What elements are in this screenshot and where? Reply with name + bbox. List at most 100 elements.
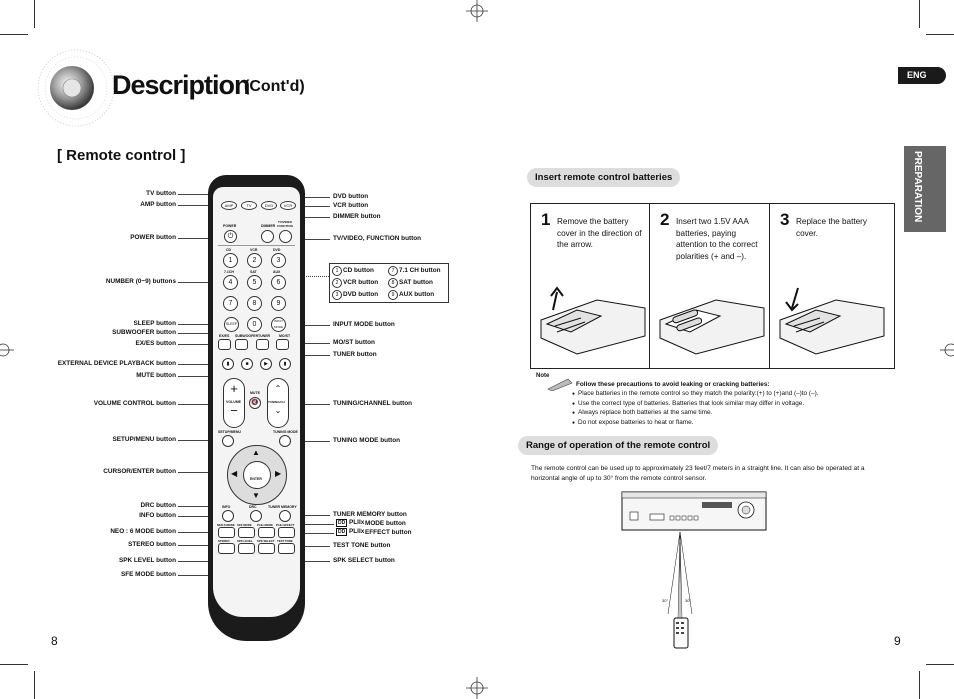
note-item: Always replace both batteries at the sam… — [572, 409, 712, 416]
angle-left-label: 30° — [662, 598, 669, 603]
label-subwoofer-button: SUBWOOFER button — [112, 329, 176, 336]
number-3-button[interactable]: 3 — [271, 253, 286, 268]
amp-button[interactable]: AMP — [221, 201, 237, 210]
tuning-rocker[interactable]: ⌃ TUNING/CH ⌄ — [267, 378, 289, 428]
label-tuner-memory-button: TUNER MEMORY button — [333, 511, 407, 518]
number-5-button[interactable]: 5 — [247, 275, 262, 290]
volume-rocker[interactable]: + VOLUME − — [223, 378, 245, 428]
tuning-up-icon: ⌃ — [274, 384, 282, 393]
label-amp-button: AMP button — [140, 201, 176, 208]
crop-mark — [34, 0, 35, 28]
crop-mark — [919, 671, 920, 699]
label-exes-button: EX/ES button — [135, 340, 176, 347]
battery-steps-box: 1 Remove the battery cover in the direct… — [530, 203, 895, 369]
range-illustration — [621, 491, 767, 649]
number-6-button[interactable]: 6 — [271, 275, 286, 290]
step-3: 3 Replace the battery cover. — [770, 204, 890, 368]
sfe-mode-button[interactable] — [238, 527, 255, 538]
page-title: Description — [112, 70, 251, 100]
number-9-button[interactable]: 9 — [271, 296, 286, 311]
number-0-button[interactable]: 0 — [247, 317, 262, 332]
stereo-button[interactable] — [218, 543, 235, 554]
plii-logo: DD PLIIx — [336, 528, 365, 536]
cursor-up-icon[interactable]: ▲ — [252, 448, 260, 457]
callout-cd-button: CD button — [343, 267, 374, 274]
speaker-graphic-icon — [37, 49, 115, 127]
number-7-button[interactable]: 7 — [223, 296, 238, 311]
enter-button[interactable]: ENTER — [243, 461, 271, 489]
number-8-button[interactable]: 8 — [247, 296, 262, 311]
cursor-right-icon[interactable]: ▶ — [275, 469, 282, 478]
callout-71ch-button: 7.1 CH button — [399, 267, 441, 274]
input-mode-button[interactable]: INPUT MODE — [271, 317, 286, 332]
label-setup-menu-button: SETUP/MENU button — [112, 436, 176, 443]
spk-level-button[interactable] — [238, 543, 255, 554]
label-drc-button: DRC button — [140, 502, 177, 509]
registration-mark-icon — [466, 677, 488, 699]
tuner-button[interactable] — [256, 339, 269, 350]
page-number-left: 8 — [51, 634, 58, 648]
label-tuning-mode-button: TUNING MODE button — [333, 437, 401, 444]
next-button[interactable]: ▮ — [279, 358, 291, 370]
play-pause-button[interactable]: ▶ — [260, 358, 272, 370]
info-button[interactable] — [222, 510, 234, 522]
sleep-button[interactable]: SLEEP — [224, 317, 239, 332]
plii-mode-button[interactable] — [258, 527, 275, 538]
label-test-tone-button: TEST TONE button — [333, 542, 391, 549]
exes-button[interactable] — [218, 339, 231, 350]
neo6-mode-button[interactable] — [218, 527, 235, 538]
label-input-mode-button: INPUT MODE button — [333, 321, 395, 328]
cursor-pad[interactable]: ▲ ▼ ◀ ▶ ENTER — [227, 445, 287, 505]
plii-effect-button[interactable] — [278, 527, 295, 538]
mute-button[interactable]: 🔇 — [249, 397, 261, 409]
dvd-button[interactable]: DVD — [261, 201, 277, 210]
label-vcr-button: VCR button — [333, 202, 369, 209]
crop-mark — [926, 664, 954, 665]
label-dimmer-button: DIMMER button — [333, 213, 381, 220]
vcr-button[interactable]: VCR — [280, 201, 296, 210]
number-4-button[interactable]: 4 — [223, 275, 238, 290]
cursor-down-icon[interactable]: ▼ — [252, 491, 260, 500]
label-plii-effect-button: EFFECT button — [365, 529, 412, 536]
tuning-down-icon: ⌄ — [274, 406, 282, 415]
registration-mark-icon — [0, 343, 14, 357]
label-tv-video-function-button: TV/VIDEO, FUNCTION button — [333, 235, 422, 242]
dimmer-button[interactable] — [261, 230, 274, 243]
crop-mark — [0, 664, 28, 665]
label-cursor-enter-button: CURSOR/ENTER button — [103, 468, 176, 475]
tuning-mode-button[interactable] — [279, 435, 291, 447]
tuner-memory-button[interactable] — [279, 510, 291, 522]
test-tone-button[interactable] — [278, 543, 295, 554]
cursor-left-icon[interactable]: ◀ — [231, 469, 238, 478]
plii-logo: DD PLIIx — [336, 519, 365, 527]
spk-select-button[interactable] — [258, 543, 275, 554]
power-button[interactable]: ⏻ — [224, 230, 237, 243]
prev-button[interactable]: ▮ — [222, 358, 234, 370]
label-stereo-button: STEREO button — [128, 541, 176, 548]
most-button[interactable] — [276, 339, 289, 350]
function-button[interactable] — [279, 230, 292, 243]
stop-button[interactable]: ■ — [241, 358, 253, 370]
setup-menu-button[interactable] — [222, 435, 234, 447]
range-heading: Range of operation of the remote control — [518, 436, 719, 455]
label-tuning-channel-button: TUNING/CHANNEL button — [333, 400, 413, 407]
number-callout-box: 1 CD button 2 VCR button 3 DVD button 7 … — [329, 263, 449, 303]
number-1-button[interactable]: 1 — [223, 253, 238, 268]
step-1: 1 Remove the battery cover in the direct… — [531, 204, 651, 368]
label-most-button: MO/ST button — [333, 339, 375, 346]
crop-mark — [34, 671, 35, 699]
label-number-buttons: NUMBER (0~9) buttons — [105, 278, 176, 285]
volume-up-icon: + — [230, 381, 238, 396]
volume-down-icon: − — [230, 403, 238, 418]
side-tab-label: PREPARATION — [912, 151, 923, 223]
crop-mark — [919, 0, 920, 28]
label-dvd-button: DVD button — [333, 193, 369, 200]
tv-button[interactable]: TV — [241, 201, 257, 210]
drc-button[interactable] — [250, 510, 262, 522]
number-2-button[interactable]: 2 — [247, 253, 262, 268]
section-heading: [ Remote control ] — [57, 147, 186, 164]
crop-mark — [926, 34, 954, 35]
note-pencil-icon: Note — [536, 373, 573, 393]
subwoofer-button[interactable] — [235, 339, 248, 350]
callout-dvd-button: DVD button — [343, 291, 379, 298]
